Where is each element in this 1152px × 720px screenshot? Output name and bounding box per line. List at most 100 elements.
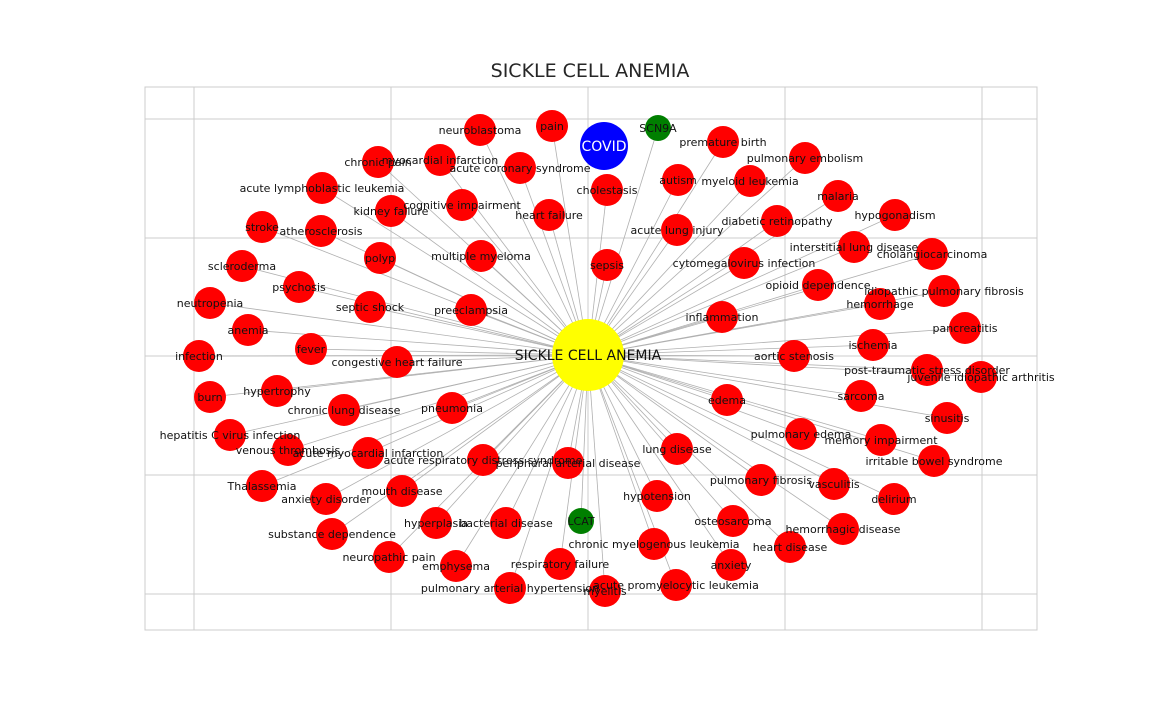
disease-node[interactable] [305,215,337,247]
disease-node[interactable] [464,114,496,146]
disease-node[interactable] [838,231,870,263]
disease-node[interactable] [641,480,673,512]
disease-node[interactable] [774,531,806,563]
center-node[interactable] [552,319,624,391]
disease-node[interactable] [761,205,793,237]
disease-node[interactable] [911,354,943,386]
disease-node[interactable] [352,437,384,469]
disease-node[interactable] [194,381,226,413]
disease-node[interactable] [857,329,889,361]
disease-node[interactable] [711,384,743,416]
disease-node[interactable] [364,242,396,274]
disease-node[interactable] [728,247,760,279]
disease-node[interactable] [455,294,487,326]
disease-node[interactable] [949,312,981,344]
disease-node[interactable] [661,433,693,465]
disease-node[interactable] [306,172,338,204]
disease-node[interactable] [272,434,304,466]
edge [298,286,589,356]
covid-node[interactable] [580,122,628,170]
node-label: pulmonary edema [751,428,852,441]
disease-node[interactable] [440,550,472,582]
disease-node[interactable] [707,126,739,158]
disease-node[interactable] [865,424,897,456]
gene-node[interactable] [645,115,671,141]
disease-node[interactable] [316,518,348,550]
disease-node[interactable] [661,214,693,246]
disease-node[interactable] [928,275,960,307]
disease-node[interactable] [533,199,565,231]
disease-node[interactable] [789,142,821,174]
disease-node[interactable] [785,418,817,450]
disease-node[interactable] [420,507,452,539]
disease-node[interactable] [591,249,623,281]
disease-node[interactable] [864,288,896,320]
disease-node[interactable] [424,144,456,176]
disease-node[interactable] [660,569,692,601]
node-label: myocardial infarction [382,154,498,167]
node-label: lung disease [642,443,711,456]
disease-node[interactable] [662,164,694,196]
disease-node[interactable] [467,444,499,476]
disease-node[interactable] [226,250,258,282]
disease-node[interactable] [802,269,834,301]
disease-node[interactable] [638,528,670,560]
disease-node[interactable] [965,361,997,393]
edge [479,129,589,356]
disease-node[interactable] [261,375,293,407]
disease-node[interactable] [745,464,777,496]
node-label: memory impairment [824,434,938,447]
disease-node[interactable] [827,513,859,545]
disease-node[interactable] [436,392,468,424]
disease-node[interactable] [362,146,394,178]
node-label: diabetic retinopathy [721,215,833,228]
disease-node[interactable] [544,548,576,580]
disease-node[interactable] [446,189,478,221]
disease-node[interactable] [354,291,386,323]
disease-node[interactable] [246,470,278,502]
disease-node[interactable] [589,575,621,607]
disease-node[interactable] [214,419,246,451]
disease-node[interactable] [373,541,405,573]
node-label: substance dependence [268,528,396,541]
disease-node[interactable] [246,211,278,243]
disease-node[interactable] [386,475,418,507]
gene-node[interactable] [568,508,594,534]
disease-node[interactable] [734,165,766,197]
disease-node[interactable] [715,549,747,581]
disease-node[interactable] [295,333,327,365]
disease-node[interactable] [591,174,623,206]
disease-node[interactable] [822,180,854,212]
edge [247,329,589,356]
disease-node[interactable] [232,314,264,346]
disease-node[interactable] [504,152,536,184]
disease-node[interactable] [878,483,910,515]
disease-node[interactable] [183,340,215,372]
disease-node[interactable] [490,507,522,539]
disease-node[interactable] [536,110,568,142]
edge [587,354,948,419]
disease-node[interactable] [283,271,315,303]
disease-node[interactable] [465,240,497,272]
node-label: infection [175,350,223,363]
disease-node[interactable] [310,483,342,515]
disease-node[interactable] [717,505,749,537]
disease-node[interactable] [381,346,413,378]
disease-node[interactable] [818,468,850,500]
edge [261,354,589,487]
disease-node[interactable] [328,394,360,426]
node-label: Thalassemia [227,480,297,493]
disease-node[interactable] [931,402,963,434]
disease-node[interactable] [706,301,738,333]
disease-node[interactable] [375,195,407,227]
disease-node[interactable] [918,445,950,477]
disease-node[interactable] [194,287,226,319]
disease-node[interactable] [778,340,810,372]
disease-node[interactable] [879,199,911,231]
disease-node[interactable] [845,380,877,412]
disease-node[interactable] [916,238,948,270]
disease-node[interactable] [494,572,526,604]
node-label: cholestasis [577,184,638,197]
disease-node[interactable] [552,447,584,479]
